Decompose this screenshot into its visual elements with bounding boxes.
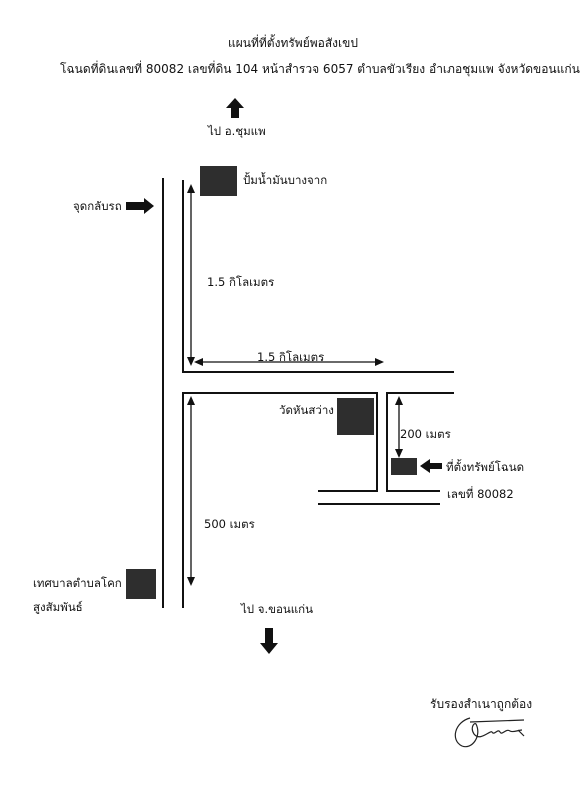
lane-north-edge [318, 490, 378, 492]
label-property: ที่ตั้งทรัพย์โฉนด [446, 460, 525, 474]
label-distance-branch: 200 เมตร [400, 427, 451, 441]
highway-east-edge-south [182, 393, 184, 608]
dimension-south-road [187, 396, 195, 586]
label-distance-north: 1.5 กิโลเมตร [207, 275, 275, 289]
highway-east-edge-north [182, 180, 184, 372]
label-distance-south: 500 เมตร [204, 517, 255, 531]
south-arrow-icon [260, 628, 278, 654]
temple-marker [337, 398, 374, 435]
label-municipality-line1: เทศบาลตำบลโคก [33, 576, 122, 590]
certification-text: รับรองสำเนาถูกต้อง [430, 697, 533, 711]
u-turn-arrow-icon [126, 198, 154, 214]
label-to-khonkaen: ไป จ.ขอนแก่น [241, 602, 313, 616]
side-road-south-edge-east [386, 392, 454, 394]
dimension-north-road [187, 184, 195, 366]
label-distance-east: 1.5 กิโลเมตร [257, 350, 325, 364]
label-property-number: เลขที่ 80082 [447, 487, 514, 501]
property-marker [391, 458, 417, 475]
municipality-marker [126, 569, 156, 599]
side-road-north-edge [182, 371, 454, 373]
side-road-south-edge-west [182, 392, 377, 394]
map-arrows [126, 98, 525, 748]
gas-station-marker [200, 166, 237, 196]
label-to-chumphae: ไป อ.ชุมแพ [208, 124, 266, 138]
signature-icon [454, 717, 525, 748]
label-municipality-line2: สูงสัมพันธ์ [33, 600, 83, 614]
lane-south-edge [318, 503, 440, 505]
north-arrow-icon [226, 98, 244, 118]
label-u-turn: จุดกลับรถ [73, 199, 122, 213]
property-arrow-icon [420, 459, 442, 473]
lane-north-edge-east [386, 490, 440, 492]
highway-west-edge [162, 178, 164, 608]
branch-road-east-edge [386, 392, 388, 492]
label-temple: วัดหันสว่าง [279, 403, 334, 417]
map-subtitle: โฉนดที่ดินเลขที่ 80082 เลขที่ดิน 104 หน้… [60, 62, 580, 76]
branch-road-west-edge [376, 392, 378, 492]
map-title: แผนที่ที่ตั้งทรัพย์พอสังเขป [228, 36, 358, 50]
label-gas-station: ปั้มน้ำมันบางจาก [243, 173, 328, 187]
